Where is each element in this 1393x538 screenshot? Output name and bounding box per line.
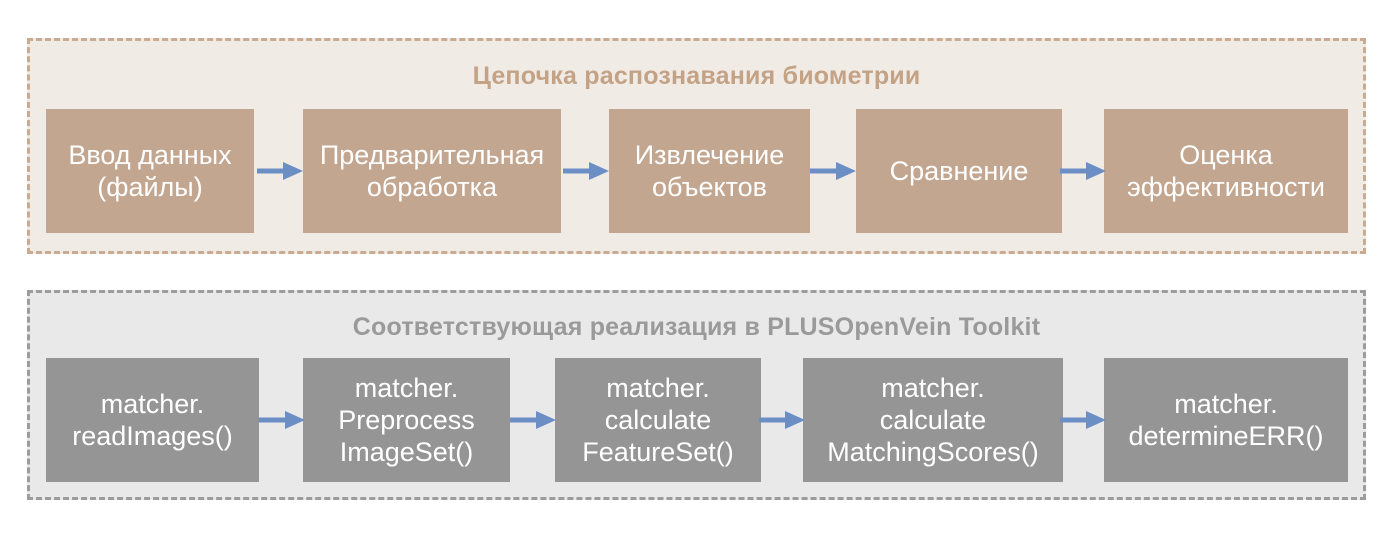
arrow-right-icon [510,411,556,429]
arrow-right-icon [1060,411,1106,429]
arrow-right-icon [257,162,303,180]
pipeline-step-label: Ввод данных (файлы) [68,140,232,202]
pipeline-step-label: Оценка эффективности [1126,140,1325,202]
arrow-right-icon [1060,162,1106,180]
pipeline-step-evaluation: Оценка эффективности [1104,109,1348,233]
impl-step-label: matcher. determineERR() [1128,389,1324,451]
impl-step-features: matcher. calculate FeatureSet() [555,358,761,482]
impl-step-label: matcher. Preprocess ImageSet() [338,373,475,467]
pipeline-step-label: Извлечение объектов [634,140,785,202]
impl-step-label: matcher. calculate FeatureSet() [582,373,734,467]
pipeline-step-feature-extraction: Извлечение объектов [609,109,810,233]
impl-step-matching-scores: matcher. calculate MatchingScores() [803,358,1063,482]
pipeline-step-label: Сравнение [889,156,1029,186]
implementation-panel: Соответствующая реализация в PLUSOpenVei… [27,290,1366,500]
pipeline-step-matching: Сравнение [856,109,1062,233]
pipeline-step-label: Предварительная обработка [319,140,545,202]
arrow-right-icon [259,411,305,429]
impl-step-determine-err: matcher. determineERR() [1104,358,1348,482]
arrow-right-icon [759,411,805,429]
pipeline-panel: Цепочка распознавания биометрии Ввод дан… [27,38,1366,254]
impl-step-read-images: matcher. readImages() [46,358,259,482]
pipeline-step-preprocessing: Предварительная обработка [303,109,561,233]
pipeline-step-input: Ввод данных (файлы) [46,109,254,233]
arrow-right-icon [563,162,609,180]
impl-step-label: matcher. readImages() [72,389,233,451]
impl-step-preprocess: matcher. Preprocess ImageSet() [303,358,510,482]
arrow-right-icon [810,162,856,180]
pipeline-title: Цепочка распознавания биометрии [472,62,921,90]
impl-step-label: matcher. calculate MatchingScores() [827,373,1039,467]
implementation-title: Соответствующая реализация в PLUSOpenVei… [352,313,1041,341]
